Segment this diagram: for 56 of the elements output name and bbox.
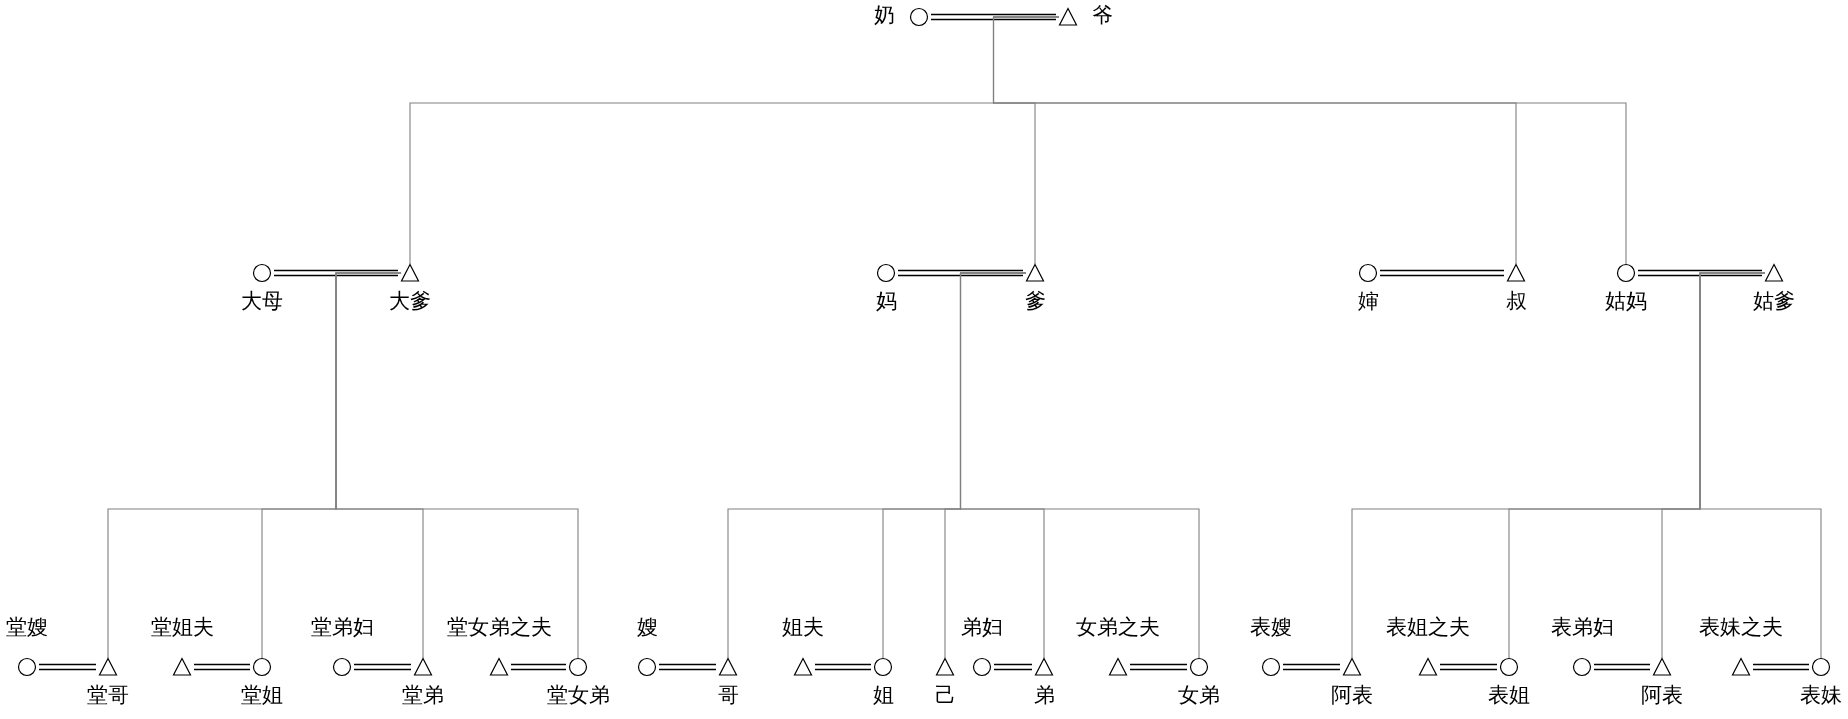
kin-term: 嫂 [636, 615, 658, 639]
kin-term: 堂女弟之夫 [446, 615, 552, 639]
marriage-line [1593, 663, 1651, 671]
kin-term: 姑妈 [1605, 289, 1647, 313]
kin-term: 表姐 [1488, 683, 1530, 707]
marriage-line [1637, 269, 1763, 277]
marriage-line [897, 269, 1024, 277]
kin-term: 表弟妇 [1550, 615, 1614, 639]
kin-term: 堂嫂 [6, 615, 48, 639]
kin-term: 婶 [1357, 289, 1379, 313]
marriage-line [353, 663, 412, 671]
marriage-line [1282, 663, 1341, 671]
kin-term: 堂哥 [87, 683, 129, 707]
kin-term: 妈 [875, 289, 897, 313]
marriage-line [1129, 663, 1188, 671]
marriage-line [1379, 269, 1505, 277]
kin-term: 表妹 [1800, 683, 1842, 707]
kin-term: 堂姐夫 [150, 615, 214, 639]
kin-term: 表妹之夫 [1699, 615, 1783, 639]
descent-line [335, 272, 579, 659]
kin-term: 女弟之夫 [1076, 615, 1160, 639]
kin-term: 己 [934, 683, 956, 707]
kin-term: 表姐之夫 [1386, 615, 1470, 639]
kin-term: 姐 [872, 683, 894, 707]
kin-term: 堂姐 [241, 683, 283, 707]
kin-term: 女弟 [1178, 683, 1220, 707]
kin-term: 弟妇 [961, 615, 1003, 639]
kin-term: 堂弟 [402, 683, 444, 707]
kin-term: 阿表 [1641, 683, 1683, 707]
kin-term: 叔 [1505, 289, 1527, 313]
descent-line [959, 272, 1200, 659]
descent-line [1699, 272, 1822, 659]
marriage-line [1439, 663, 1498, 671]
kin-term: 姐夫 [782, 615, 824, 639]
kin-term: 阿表 [1331, 683, 1373, 707]
kin-term: 弟 [1033, 683, 1055, 707]
marriage-line [814, 663, 872, 671]
kin-term: 姑爹 [1753, 289, 1795, 313]
marriage-line [993, 663, 1033, 671]
descent-line [992, 16, 1627, 265]
kin-term: 堂女弟 [546, 683, 610, 707]
kin-term: 爹 [1024, 289, 1046, 313]
marriage-line [1752, 663, 1810, 671]
kin-term: 堂弟妇 [310, 615, 374, 639]
marriage-line [510, 663, 567, 671]
kin-term: 哥 [717, 683, 739, 707]
marriage-line [930, 13, 1057, 21]
kin-term: 大爹 [389, 289, 431, 313]
kin-term: 表嫂 [1250, 615, 1292, 639]
marriage-line [273, 269, 399, 277]
kin-term: 大母 [241, 289, 283, 313]
marriage-line [38, 663, 97, 671]
kin-term: 奶 [874, 3, 895, 27]
marriage-line [193, 663, 251, 671]
kin-term: 爷 [1092, 3, 1113, 27]
marriage-line [658, 663, 717, 671]
